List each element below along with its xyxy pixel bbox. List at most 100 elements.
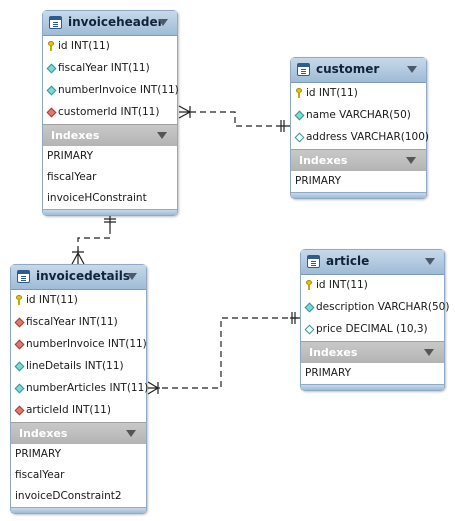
foreign-key-icon [14,405,25,416]
indexes-section-header[interactable]: Indexes [301,341,444,363]
primary-key-icon [16,295,22,305]
collapse-arrow-icon[interactable] [424,349,434,356]
index-row[interactable]: invoiceHConstraint [43,188,177,209]
not-null-column-icon [304,302,315,313]
table-icon [297,63,310,76]
index-row[interactable]: fiscalYear [43,167,177,188]
table-header[interactable]: customer [291,58,426,83]
not-null-column-icon [14,361,25,372]
column-row[interactable]: id INT(11) [43,36,177,58]
column-row[interactable]: numberArticles INT(11) [11,378,149,400]
index-label: fiscalYear [15,469,65,481]
index-row[interactable]: PRIMARY [301,363,444,384]
indexes-title: Indexes [309,346,358,359]
column-label: id INT(11) [306,87,358,99]
column-label: name VARCHAR(50) [306,109,411,121]
column-row[interactable]: description VARCHAR(50) [301,297,449,319]
table-header[interactable]: article [301,250,444,275]
column-label: numberInvoice INT(11) [58,84,179,96]
index-row[interactable]: PRIMARY [43,146,177,167]
indexes-title: Indexes [19,427,68,440]
indexes-section-header[interactable]: Indexes [291,149,426,171]
crowfoot-many-marker [71,250,85,265]
table-title: invoiceheader [68,15,164,29]
column-label: fiscalYear INT(11) [26,316,118,328]
primary-key-icon [296,88,302,98]
column-row[interactable]: id INT(11) [11,290,146,312]
crowfoot-many-marker [147,381,160,395]
index-label: PRIMARY [15,448,62,460]
table-footer [291,192,426,198]
column-row[interactable]: fiscalYear INT(11) [43,58,177,80]
index-row[interactable]: fiscalYear [11,465,146,486]
column-label: id INT(11) [26,294,78,306]
primary-key-icon [306,280,312,290]
column-label: articleId INT(11) [26,404,111,416]
column-label: address VARCHAR(100) [306,131,429,143]
relation-invoiceheader-invoicedetails [77,228,111,252]
not-null-column-icon [46,63,57,74]
index-row[interactable]: PRIMARY [291,171,426,192]
index-label: PRIMARY [305,367,352,379]
column-label: numberArticles INT(11) [26,382,149,394]
relation-invoiceheader-customer [190,111,280,127]
table-invoiceheader[interactable]: invoiceheader id INT(11) fiscalYear INT(… [42,10,179,216]
indexes-section-header[interactable]: Indexes [11,422,146,444]
column-row[interactable]: fiscalYear INT(11) [11,312,146,334]
index-row[interactable]: invoiceDConstraint2 [11,486,146,507]
column-row[interactable]: name VARCHAR(50) [291,105,426,127]
nullable-column-icon [294,132,305,143]
index-label: PRIMARY [295,175,342,187]
collapse-arrow-icon[interactable] [157,132,167,139]
indexes-title: Indexes [51,129,100,142]
column-row[interactable]: price DECIMAL (10,3) [301,319,444,341]
table-footer [43,209,177,215]
table-icon [17,270,30,283]
not-null-column-icon [46,85,57,96]
column-row[interactable]: lineDetails INT(11) [11,356,146,378]
table-footer [11,507,146,513]
index-label: invoiceDConstraint2 [15,490,122,502]
index-label: fiscalYear [47,171,97,183]
column-row[interactable]: customerId INT(11) [43,102,177,124]
collapse-arrow-icon[interactable] [406,157,416,164]
column-row[interactable]: id INT(11) [291,83,426,105]
collapse-arrow-icon[interactable] [126,430,136,437]
column-label: fiscalYear INT(11) [58,62,150,74]
indexes-section-header[interactable]: Indexes [43,124,177,146]
indexes-title: Indexes [299,154,348,167]
not-null-column-icon [14,383,25,394]
collapse-arrow-icon[interactable] [127,273,137,280]
table-title: customer [316,62,380,76]
one-mandatory-marker [280,120,290,132]
column-row[interactable]: address VARCHAR(100) [291,127,429,149]
table-footer [301,384,444,390]
collapse-arrow-icon[interactable] [425,258,435,265]
collapse-arrow-icon[interactable] [158,19,168,26]
table-header[interactable]: invoiceheader [43,11,177,36]
table-customer[interactable]: customer id INT(11) name VARCHAR(50) add… [290,57,429,199]
column-label: description VARCHAR(50) [316,301,450,313]
column-row[interactable]: numberInvoice INT(11) [43,80,179,102]
nullable-column-icon [304,324,315,335]
primary-key-icon [48,41,54,51]
relation-article-invoicedetails [160,317,298,389]
column-row[interactable]: articleId INT(11) [11,400,146,422]
column-label: lineDetails INT(11) [26,360,124,372]
crowfoot-many-marker [178,105,192,119]
column-row[interactable]: numberInvoice INT(11) [11,334,147,356]
table-article[interactable]: article id INT(11) description VARCHAR(5… [300,249,449,391]
foreign-key-icon [14,317,25,328]
table-invoicedetails[interactable]: invoicedetails id INT(11) fiscalYear INT… [10,264,149,514]
column-row[interactable]: id INT(11) [301,275,444,297]
table-icon [49,16,62,29]
table-title: invoicedetails [36,269,131,283]
table-title: article [326,254,370,268]
table-header[interactable]: invoicedetails [11,265,146,290]
foreign-key-icon [14,339,25,350]
collapse-arrow-icon[interactable] [407,66,417,73]
one-mandatory-marker [290,312,300,324]
column-label: customerId INT(11) [58,106,160,118]
index-row[interactable]: PRIMARY [11,444,146,465]
